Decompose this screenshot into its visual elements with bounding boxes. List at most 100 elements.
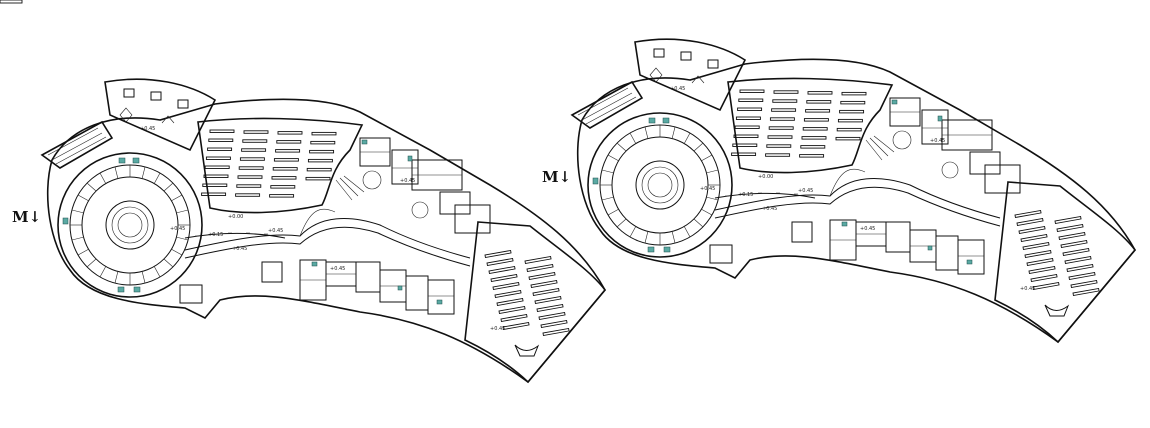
seat-row [1026,257,1054,266]
seat-row [238,166,264,170]
seat-row [528,271,556,280]
seat-row [1032,281,1060,290]
seat-row [269,194,295,198]
seat-row [1028,265,1056,274]
seat-row [201,192,227,196]
floor-plan-left: M↓ +0.00 +0.45 +0.45 +0.15 +0.45 +0.45 +… [0,0,606,383]
seat-row [837,118,863,123]
seat-row [202,183,228,187]
seat-row [277,131,303,135]
seat-row [805,109,831,113]
seat-row [207,147,233,151]
seat-row [236,184,262,188]
seat-row [209,129,235,133]
seat-row [1068,271,1096,280]
seat-row [1062,247,1090,256]
level-label: +0.45 [860,226,875,232]
seat-row [204,165,230,169]
seat-row [492,281,520,290]
seat-row [801,136,827,140]
floor-plan-right: M↓ +0.00 +0.45 +0.45 +0.15 +0.45 +0.45 +… [529,0,1136,343]
seat-row [1020,233,1048,242]
seat-row [799,154,825,158]
level-label: +0.45 [798,188,813,194]
seat-row [242,139,268,143]
seat-row [737,107,763,111]
seat-row [490,273,518,282]
seat-row [494,289,522,298]
seat-row [1070,279,1098,288]
seat-row [526,263,554,272]
level-label: +0.45 [140,126,155,132]
seat-row [733,134,759,138]
seat-row [739,89,765,93]
seat-row [771,108,797,112]
seat-row [773,90,799,94]
seat-row [1016,217,1044,226]
seat-row [243,130,269,134]
seat-row [738,98,764,102]
seat-row [803,118,829,122]
seat-row [765,153,791,157]
seat-row [806,100,832,104]
seat-row [807,91,833,95]
seat-row [841,91,867,96]
seat-row [735,116,761,120]
seat-row [1014,209,1042,218]
seat-row [1018,225,1046,234]
seat-row [1060,239,1088,248]
seat-row [235,193,261,197]
seat-row [732,143,758,147]
seat-row [538,311,566,320]
seat-row [534,295,562,304]
seat-row [309,149,335,154]
seat-row [237,175,263,179]
seat-row [486,257,514,266]
seat-row [530,279,558,288]
seat-row [241,148,267,152]
seat-row [772,99,798,103]
seat-row [306,167,332,172]
level-label: +0.45 [490,326,505,332]
seat-row [1064,255,1092,264]
seat-row [311,131,337,136]
seat-row [802,127,828,131]
seat-row [835,136,861,141]
seat-row [1056,223,1084,232]
seat-row [498,305,526,314]
level-label: +0.45 [232,246,247,252]
seat-row [496,297,524,306]
seat-row [769,117,795,121]
seat-row [1022,241,1050,250]
seat-row [502,321,530,330]
seat-row [275,149,301,153]
seat-row [239,157,265,161]
seat-row [1072,287,1100,296]
level-label: +0.45 [700,186,715,192]
seat-row [540,319,568,328]
north-mark-left: M↓ [12,208,41,226]
seat-row [276,140,302,144]
seat-row [307,158,333,163]
seat-row [305,176,331,181]
seat-row [271,176,297,180]
seat-row [484,249,512,258]
level-label: +0.45 [930,138,945,144]
seat-row [500,313,528,322]
level-label: +0.15 [738,192,753,198]
level-label: +0.45 [1020,286,1035,292]
seat-row [767,135,793,139]
seat-row [310,140,336,145]
seat-row [532,287,560,296]
seat-row [840,100,866,105]
seat-row [205,156,231,160]
seat-row [734,125,760,129]
seat-row [524,255,552,264]
seat-row [1066,263,1094,272]
seat-row [488,265,516,274]
seat-row [203,174,229,178]
seat-row [270,185,296,189]
level-label: +0.45 [670,86,685,92]
level-label: +0.45 [400,178,415,184]
